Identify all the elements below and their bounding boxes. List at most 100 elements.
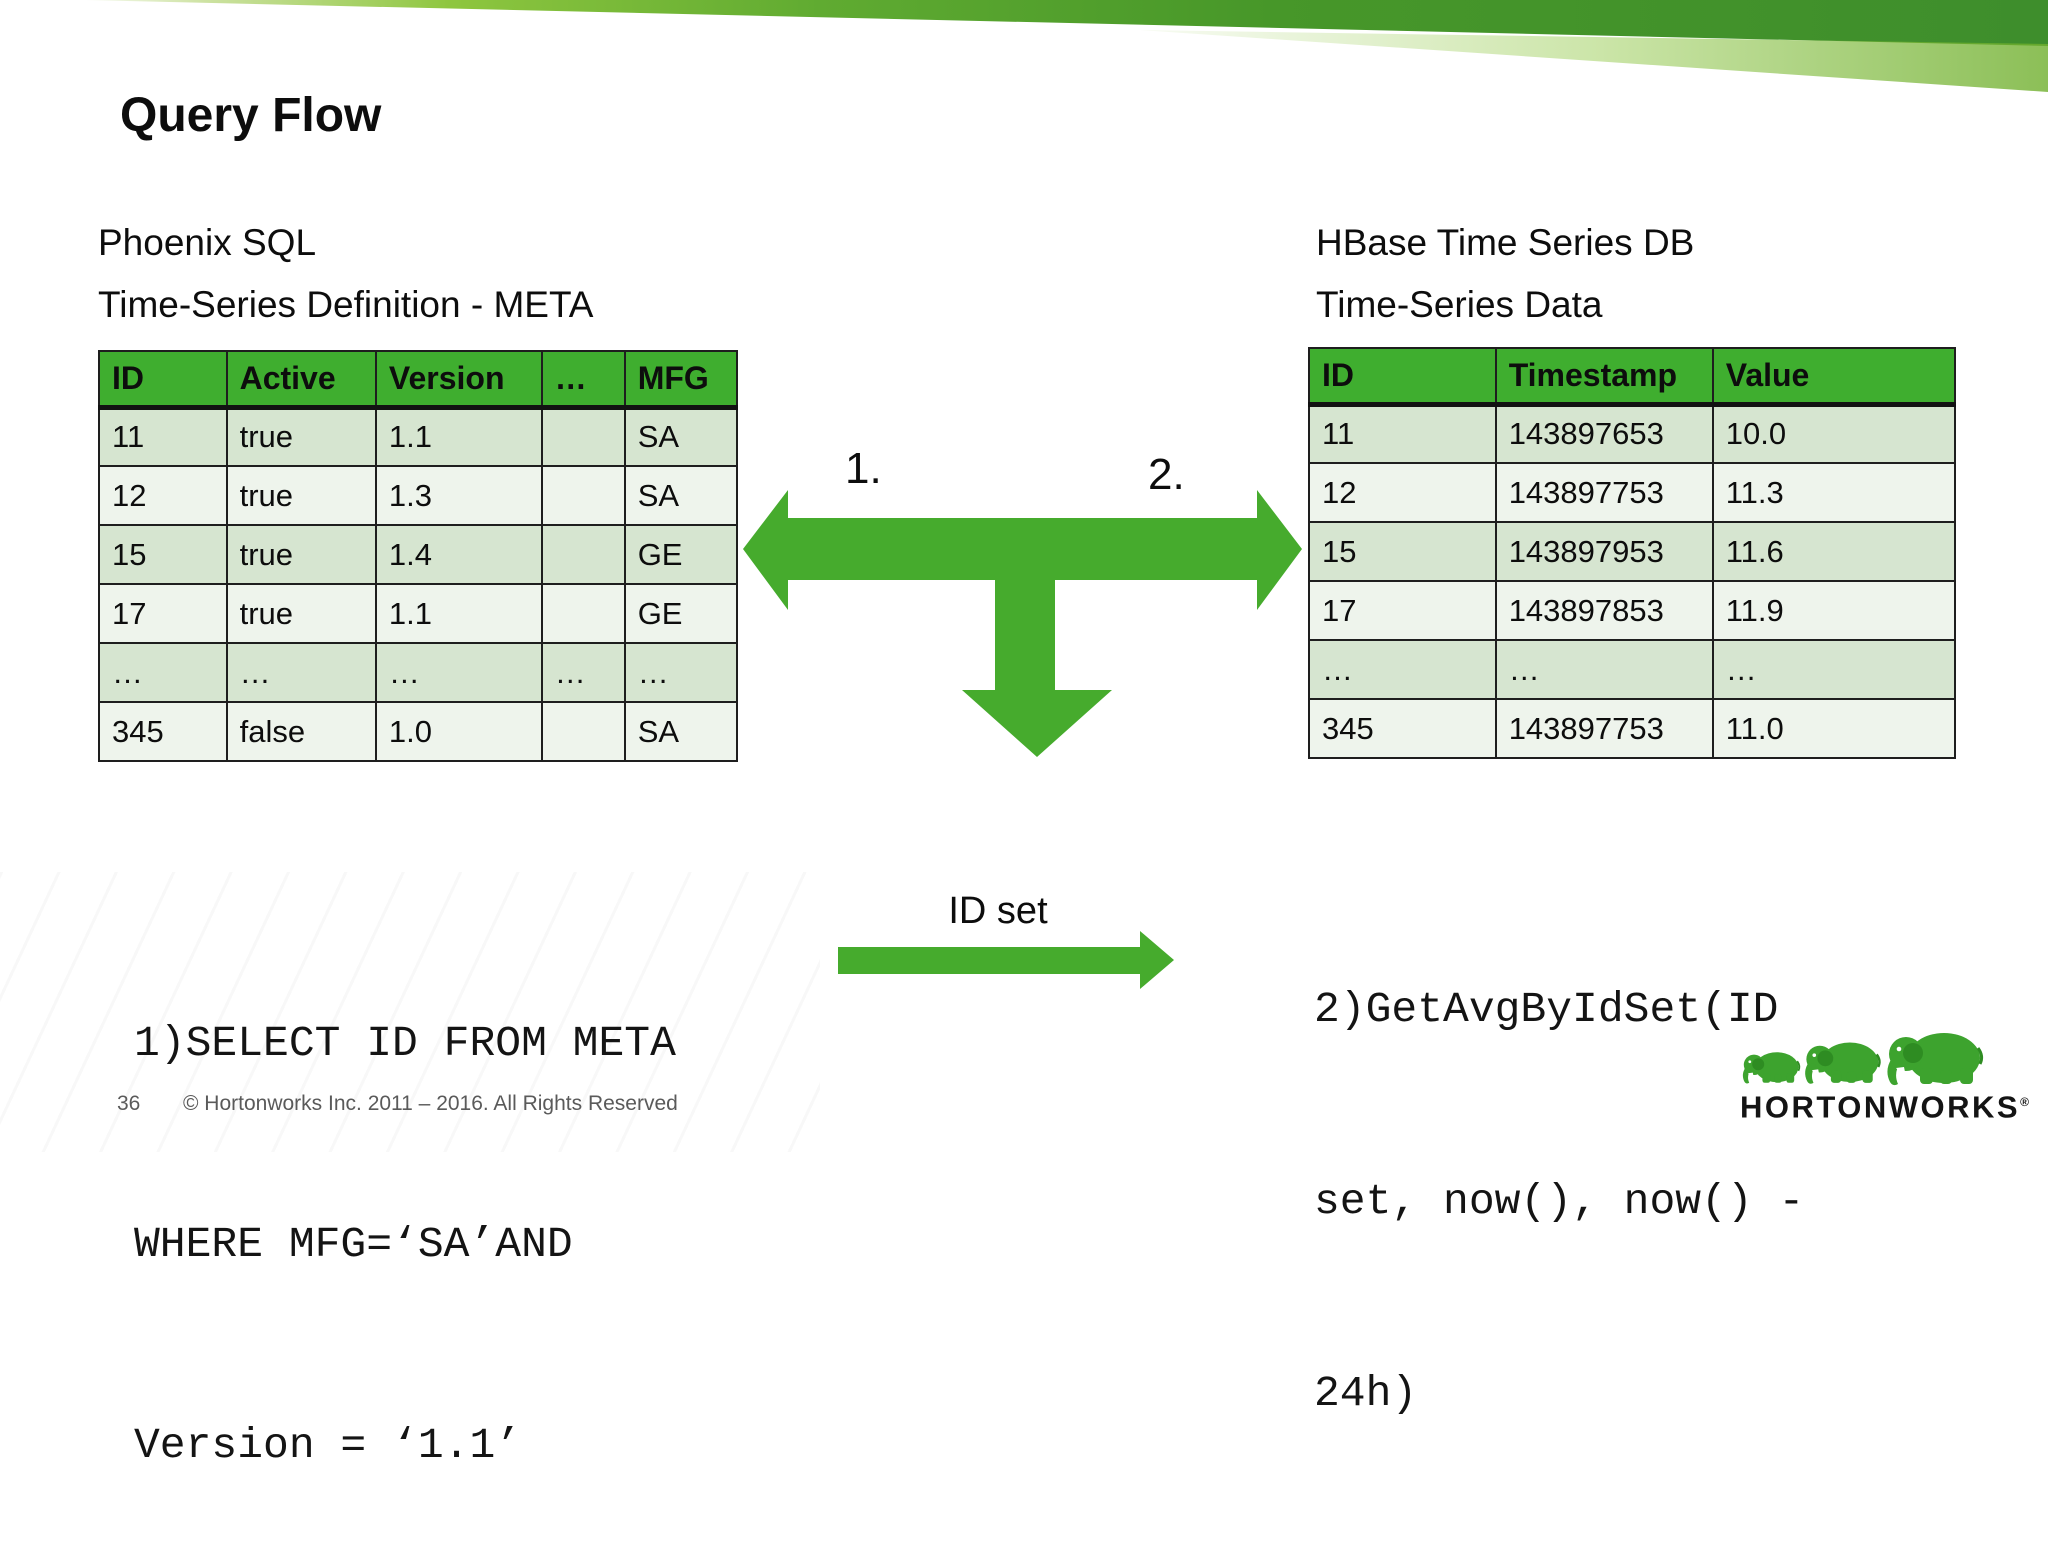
column-header: Value (1711, 347, 1957, 405)
code-line: 1)SELECT ID FROM META (134, 1019, 676, 1068)
bidirectional-flow-arrow-icon (743, 490, 1302, 757)
code-line: WHERE MFG=‘SA’AND (134, 1220, 573, 1269)
table-cell (540, 465, 626, 526)
hortonworks-logo: HORTONWORKS® (1740, 1024, 2029, 1125)
table-cell: 1.0 (374, 701, 543, 762)
left-section-heading: Phoenix SQL Time-Series Definition - MET… (98, 212, 594, 336)
table-cell: true (225, 524, 377, 585)
page-number: 36 (117, 1092, 141, 1115)
table-cell: 17 (1308, 580, 1497, 641)
table-cell: 15 (98, 524, 228, 585)
select-query-code: 1)SELECT ID FROM META WHERE MFG=‘SA’AND … (134, 876, 676, 1546)
table-cell: 143897953 (1494, 521, 1714, 582)
table-cell: 12 (98, 465, 228, 526)
column-header: ID (1308, 347, 1497, 405)
column-header: Version (374, 350, 543, 408)
table-cell: 15 (1308, 521, 1497, 582)
right-heading-line2: Time-Series Data (1316, 284, 1603, 325)
table-cell: GE (623, 583, 739, 644)
table-cell: 11.0 (1711, 698, 1957, 759)
table-cell: 345 (1308, 698, 1497, 759)
table-cell: … (1711, 639, 1957, 700)
table-cell: 1.4 (374, 524, 543, 585)
left-heading-line1: Phoenix SQL (98, 222, 317, 263)
table-cell (540, 406, 626, 467)
column-header: Timestamp (1494, 347, 1714, 405)
step-2-label: 2. (1148, 450, 1185, 499)
table-cell: 143897753 (1494, 462, 1714, 523)
table-cell: … (374, 642, 543, 703)
table-cell: 1.1 (374, 583, 543, 644)
table-cell: 143897653 (1494, 403, 1714, 464)
table-cell: … (1494, 639, 1714, 700)
code-line: 24h) (1314, 1369, 1418, 1418)
code-line: Version = ‘1.1’ (134, 1421, 522, 1470)
table-cell: true (225, 583, 377, 644)
table-cell: false (225, 701, 377, 762)
table-cell: 345 (98, 701, 228, 762)
step-1-label: 1. (845, 444, 882, 493)
copyright-text: © Hortonworks Inc. 2011 – 2016. All Righ… (183, 1092, 678, 1115)
table-cell: 11 (98, 406, 228, 467)
left-heading-line2: Time-Series Definition - META (98, 284, 594, 325)
column-header: Active (225, 350, 377, 408)
table-row: ……… (1308, 639, 1957, 700)
column-header: MFG (623, 350, 739, 408)
table-cell: 11.6 (1711, 521, 1957, 582)
table-cell: GE (623, 524, 739, 585)
table-cell: true (225, 406, 377, 467)
elephants-icon (1741, 1031, 1984, 1086)
table-cell (540, 524, 626, 585)
table-cell: … (225, 642, 377, 703)
id-set-arrow-icon (838, 931, 1174, 989)
table-cell: 17 (98, 583, 228, 644)
table-cell: 11.9 (1711, 580, 1957, 641)
column-header: … (540, 350, 626, 408)
column-header: ID (98, 350, 228, 408)
table-cell: 1.1 (374, 406, 543, 467)
table-cell: SA (623, 406, 739, 467)
background-texture (0, 872, 820, 1152)
table-cell (540, 583, 626, 644)
table-cell: 143897853 (1494, 580, 1714, 641)
table-cell: … (1308, 639, 1497, 700)
table-cell: true (225, 465, 377, 526)
table-cell: 12 (1308, 462, 1497, 523)
table-cell: SA (623, 465, 739, 526)
table-row: …………… (98, 642, 739, 703)
table-cell: SA (623, 701, 739, 762)
right-section-heading: HBase Time Series DB Time-Series Data (1316, 212, 1694, 336)
table-cell: … (98, 642, 228, 703)
right-heading-line1: HBase Time Series DB (1316, 222, 1695, 263)
table-cell: 1.3 (374, 465, 543, 526)
registered-mark: ® (2020, 1095, 2029, 1109)
page-title: Query Flow (120, 89, 382, 142)
table-cell: 10.0 (1711, 403, 1957, 464)
table-cell: 11 (1308, 403, 1497, 464)
code-line: set, now(), now() - (1314, 1177, 1805, 1226)
id-set-label: ID set (948, 890, 1048, 932)
table-cell (540, 701, 626, 762)
table-cell: 11.3 (1711, 462, 1957, 523)
getavg-call-code: 2)GetAvgByIdSet(ID set, now(), now() - 2… (1314, 850, 1804, 1490)
logo-wordmark: HORTONWORKS® (1740, 1089, 2029, 1125)
table-cell: 143897753 (1494, 698, 1714, 759)
table-cell: … (540, 642, 626, 703)
code-line: 2)GetAvgByIdSet(ID (1314, 985, 1779, 1034)
